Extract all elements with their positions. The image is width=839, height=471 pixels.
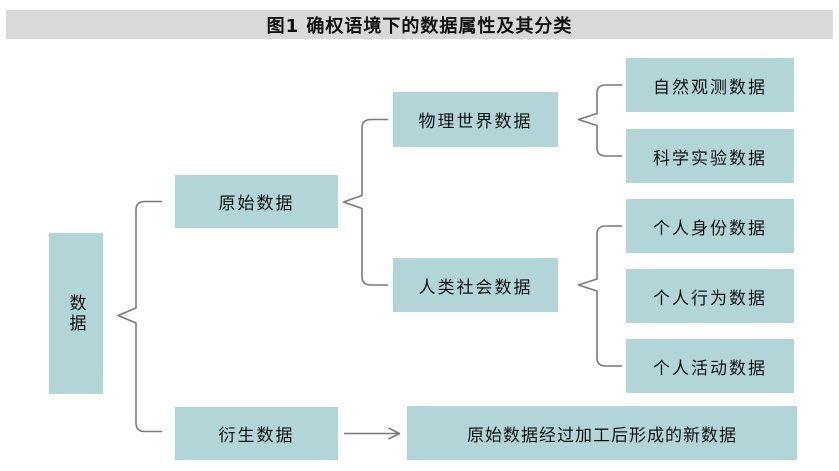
brace-social-to-children (577, 225, 622, 367)
arrow-derived-to-note-head (388, 427, 401, 440)
node-data: 数据 (49, 233, 103, 394)
brace-physical-to-children (577, 84, 622, 157)
node-personal-activity-data: 个人活动数据 (626, 339, 794, 393)
node-natural-observation-data: 自然观测数据 (626, 58, 794, 112)
brace-raw-to-level2 (342, 118, 388, 286)
node-physical-world-data: 物理世界数据 (393, 92, 558, 147)
node-human-society-data: 人类社会数据 (393, 258, 558, 312)
node-scientific-experiment-data: 科学实验数据 (626, 129, 794, 183)
brace-data-to-level1 (117, 200, 162, 433)
node-raw-data: 原始数据 (175, 175, 338, 228)
node-derived-data: 衍生数据 (175, 407, 338, 460)
node-personal-behavior-data: 个人行为数据 (626, 269, 794, 323)
node-derived-data-description: 原始数据经过加工后形成的新数据 (407, 406, 797, 460)
node-personal-identity-data: 个人身份数据 (626, 199, 794, 253)
figure-title: 图1 确权语境下的数据属性及其分类 (6, 10, 833, 39)
